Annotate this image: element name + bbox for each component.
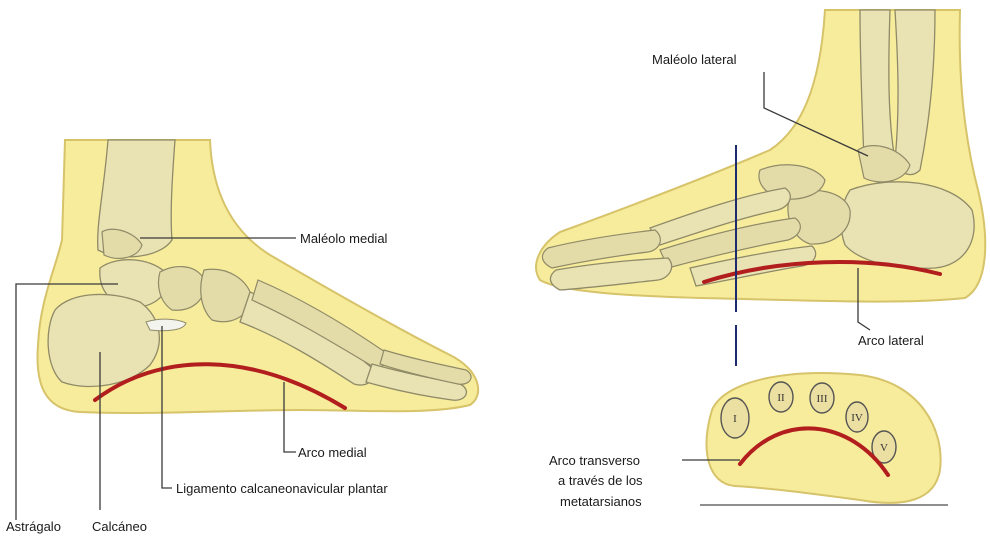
lateral-view: Maléolo lateral Arco lateral xyxy=(536,10,985,366)
metatarsal-label-2: II xyxy=(777,392,785,404)
label-transverse-1: Arco transverso xyxy=(549,453,640,468)
metatarsal-label-4: IV xyxy=(851,412,863,424)
metatarsal-label-5: V xyxy=(880,442,888,454)
label-talus: Astrágalo xyxy=(6,519,61,534)
label-malleolus-lateral: Maléolo lateral xyxy=(652,52,737,67)
metatarsal-label-1: I xyxy=(733,413,737,425)
label-calcaneus: Calcáneo xyxy=(92,519,147,534)
label-malleolus-medial: Maléolo medial xyxy=(300,231,388,246)
label-arch-medial: Arco medial xyxy=(298,445,367,460)
label-arch-lateral: Arco lateral xyxy=(858,333,924,348)
label-transverse-2: a través de los xyxy=(558,473,643,488)
label-ligament: Ligamento calcaneonavicular plantar xyxy=(176,481,388,496)
lateral-calcaneus-bone xyxy=(841,182,974,268)
metatarsal-label-3: III xyxy=(817,393,828,405)
medial-view: Maléolo medial Arco medial Ligamento cal… xyxy=(6,140,478,534)
label-transverse-3: metatarsianos xyxy=(560,494,642,509)
